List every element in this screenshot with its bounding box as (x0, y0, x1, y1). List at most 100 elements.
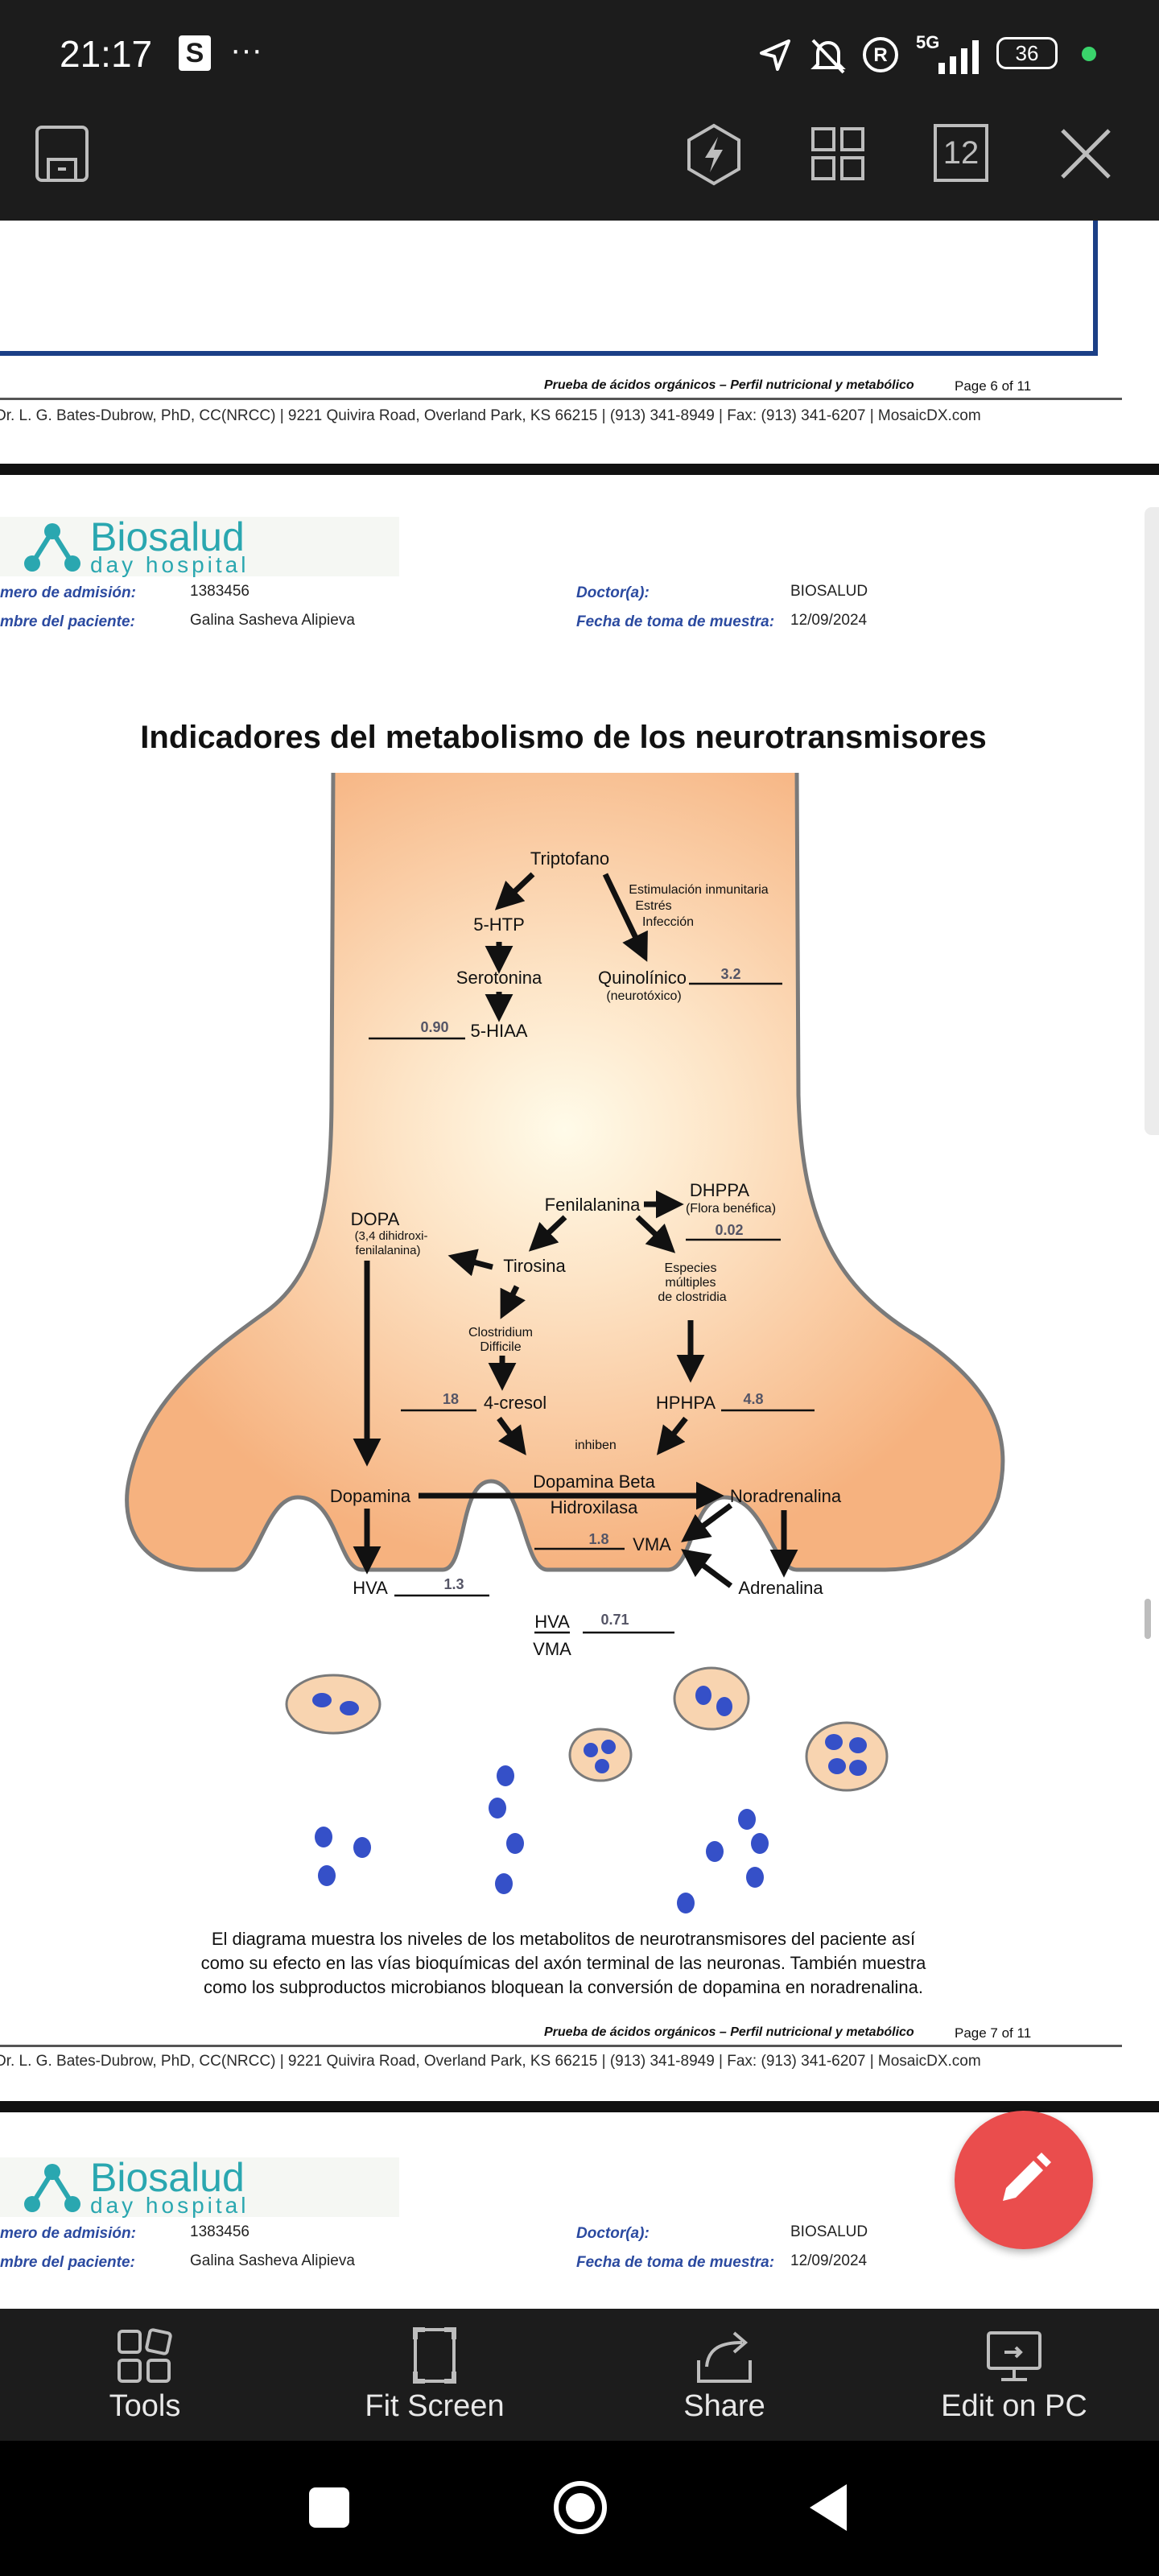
recents-nav-button[interactable] (309, 2487, 349, 2528)
sample-date-label: Fecha de toma de muestra: (576, 2254, 775, 2271)
edit-on-pc-button[interactable]: Edit on PC (869, 2309, 1159, 2441)
admission-label: mero de admisión: (0, 2225, 136, 2242)
label-especies1: Especies (665, 1261, 717, 1275)
vesicles (285, 1666, 889, 1792)
label-dopa-sub2: fenilalanina) (356, 1244, 421, 1257)
scrollbar-handle[interactable] (1145, 1599, 1151, 1639)
page-count-text: 12 (942, 135, 980, 171)
value-underlines (369, 982, 815, 1634)
biosalud-logo-icon (24, 523, 80, 572)
page-6: Prueba de ácidos orgánicos – Perfil nutr… (0, 221, 1159, 464)
fit-screen-icon (413, 2327, 456, 2384)
label-hphpa: HPHPA (656, 1393, 716, 1413)
diagram-title: Indicadores del metabolismo de los neuro… (140, 720, 987, 755)
value-4cresol: 18 (443, 1391, 459, 1407)
sample-date-value: 12/09/2024 (790, 2252, 868, 2269)
green-dot-icon (1082, 47, 1096, 61)
label-5htp: 5-HTP (473, 914, 525, 935)
label-stim3: Infección (642, 915, 694, 929)
bottom-action-bar: Tools Fit Screen Share Edit on PC (0, 2309, 1159, 2441)
page-divider (0, 464, 1159, 475)
label-dbh1: Dopamina Beta (533, 1472, 655, 1492)
share-button[interactable]: Share (580, 2309, 869, 2441)
patient-label: mbre del paciente: (0, 2254, 135, 2271)
grid-view-icon[interactable] (810, 126, 866, 182)
label-stim2: Estrés (635, 899, 671, 913)
label-4cresol: 4-cresol (484, 1393, 547, 1413)
logo-sub: day hospital (90, 2193, 250, 2218)
label-tirosina: Tirosina (503, 1256, 566, 1276)
page-7: Biosalud day hospital mero de admisión: … (0, 475, 1159, 2101)
value-quinolinico: 3.2 (720, 966, 740, 982)
logo-name: Biosalud (90, 514, 245, 559)
label-quinolinico: Quinolínico (598, 968, 687, 988)
label-especies2: múltiples (665, 1276, 716, 1290)
blue-frame (0, 221, 1098, 356)
location-icon (760, 39, 790, 71)
registered-icon: R (863, 37, 898, 72)
label-inhiben: inhiben (575, 1439, 617, 1452)
axon-shape (125, 773, 1005, 1572)
battery-level: 36 (1015, 41, 1039, 65)
edit-on-pc-label: Edit on PC (941, 2389, 1087, 2423)
scrollbar-track[interactable] (1145, 507, 1159, 1135)
label-dopa-sub1: (3,4 dihidroxi- (355, 1229, 428, 1243)
value-dhppa: 0.02 (715, 1222, 743, 1238)
back-nav-button[interactable] (805, 2481, 850, 2534)
sample-date-label: Fecha de toma de muestra: (576, 613, 775, 630)
s-app-icon: S (179, 35, 211, 71)
value-ratio: 0.71 (600, 1612, 629, 1628)
status-time: 21:17 (60, 33, 153, 75)
label-clostridium1: Clostridium (468, 1326, 533, 1340)
logo-sub: day hospital (90, 552, 250, 577)
fit-screen-button[interactable]: Fit Screen (290, 2309, 580, 2441)
home-nav-button[interactable] (552, 2479, 608, 2536)
label-dhppa: DHPPA (690, 1180, 749, 1200)
label-ratio-num: HVA (534, 1612, 570, 1632)
tools-label: Tools (109, 2389, 181, 2423)
footer-address: Dr. L. G. Bates-Dubrow, PhD, CC(NRCC) | … (0, 2053, 981, 2070)
footer-rule (0, 2045, 1122, 2047)
share-icon (697, 2331, 752, 2383)
share-label: Share (683, 2389, 765, 2423)
value-5hiaa: 0.90 (420, 1019, 448, 1035)
admission-value: 1383456 (190, 2223, 250, 2240)
mute-bell-icon (810, 39, 846, 74)
diagram-labels: Triptofano Estimulación inmunitaria Estr… (330, 848, 842, 1659)
edit-fab-button[interactable] (955, 2111, 1093, 2249)
footer-title: Prueba de ácidos orgánicos – Perfil nutr… (544, 378, 914, 392)
label-stim1: Estimulación inmunitaria (629, 883, 769, 897)
auto-flash-icon[interactable] (684, 122, 744, 187)
label-ratio-den: VMA (533, 1639, 571, 1659)
footer-rule (0, 398, 1122, 400)
save-icon[interactable] (34, 124, 90, 184)
tools-button[interactable]: Tools (0, 2309, 290, 2441)
admission-label: mero de admisión: (0, 584, 136, 601)
label-hva: HVA (353, 1578, 388, 1598)
pencil-icon (1003, 2153, 1051, 2201)
value-hva: 1.3 (443, 1576, 464, 1592)
caption: El diagrama muestra los niveles de los m… (0, 1927, 1127, 2000)
doctor-label: Doctor(a): (576, 2225, 650, 2242)
label-dbh2: Hidroxilasa (551, 1497, 639, 1517)
label-serotonina: Serotonina (456, 968, 542, 988)
page-count-icon[interactable]: 12 (934, 124, 988, 182)
status-bar: 21:17 S ··· R 5G 36 (0, 0, 1159, 113)
value-hphpa: 4.8 (743, 1391, 763, 1407)
page-divider (0, 2101, 1159, 2112)
patient-label: mbre del paciente: (0, 613, 135, 630)
fit-screen-label: Fit Screen (365, 2389, 505, 2423)
footer-page: Page 6 of 11 (955, 378, 1032, 394)
close-icon[interactable] (1058, 126, 1114, 182)
label-5hiaa: 5-HIAA (471, 1021, 528, 1041)
battery-icon: 36 (996, 37, 1058, 69)
doctor-value: BIOSALUD (790, 2223, 868, 2240)
label-neurotoxico: (neurotóxico) (606, 989, 681, 1003)
doctor-label: Doctor(a): (576, 584, 650, 601)
label-triptofano: Triptofano (530, 848, 609, 869)
footer-title: Prueba de ácidos orgánicos – Perfil nutr… (544, 2025, 914, 2039)
label-dopa: DOPA (351, 1209, 400, 1229)
svg-text:R: R (873, 44, 887, 66)
tools-icon (118, 2328, 172, 2383)
label-especies3: de clostridia (658, 1290, 726, 1304)
